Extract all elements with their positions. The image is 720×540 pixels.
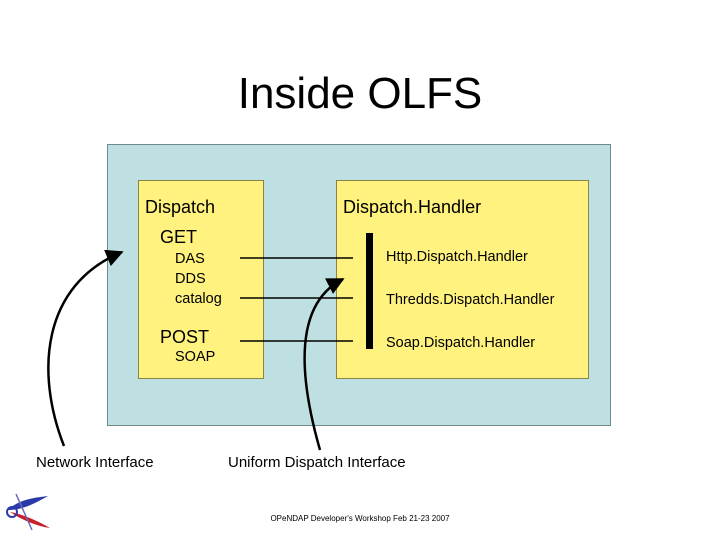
dispatch-label: Dispatch xyxy=(145,197,216,217)
handler-soap: Soap.Dispatch.Handler xyxy=(386,335,536,351)
get-item-dds: DDS xyxy=(175,271,206,287)
footer-text: OPeNDAP Developer's Workshop Feb 21-23 2… xyxy=(270,514,450,523)
opendap-logo-icon xyxy=(6,493,50,531)
handler-http: Http.Dispatch.Handler xyxy=(386,249,528,265)
network-interface-label: Network Interface xyxy=(36,454,154,471)
get-item-catalog: catalog xyxy=(175,291,222,307)
dispatch-handler-label: Dispatch.Handler xyxy=(343,197,482,217)
uniform-interface-label: Uniform Dispatch Interface xyxy=(228,454,406,471)
handler-thredds: Thredds.Dispatch.Handler xyxy=(386,292,555,308)
post-item-soap: SOAP xyxy=(175,349,216,365)
post-label: POST xyxy=(160,327,210,347)
get-item-das: DAS xyxy=(175,251,205,267)
slide-title: Inside OLFS xyxy=(237,69,483,118)
get-label: GET xyxy=(160,227,198,247)
dispatch-box xyxy=(138,180,264,379)
dispatch-handler-box xyxy=(336,180,589,379)
